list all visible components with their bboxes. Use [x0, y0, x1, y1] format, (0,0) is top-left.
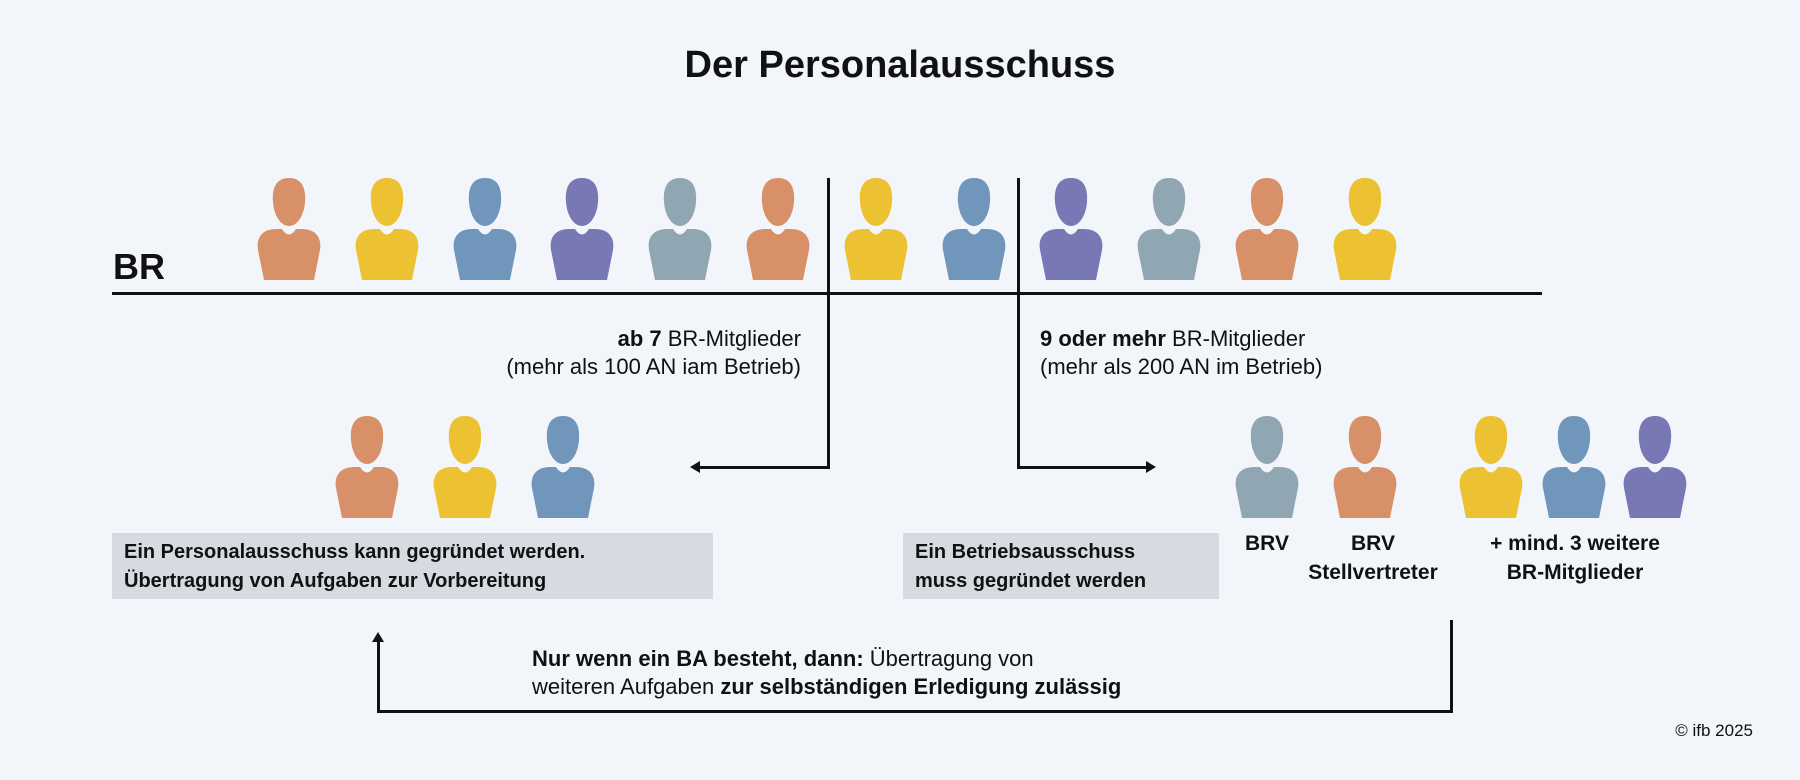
bottom-note: Nur wenn ein BA besteht, dann: Übertragu…: [532, 645, 1121, 701]
box-line: Ein Betriebsausschuss: [915, 541, 1136, 563]
page-title: Der Personalausschuss: [684, 44, 1116, 86]
person-icon: [334, 416, 400, 518]
connector-right-horizontal: [1017, 466, 1149, 469]
connector-bottom-horizontal: [377, 710, 1453, 713]
connector-right-vertical: [1017, 178, 1020, 469]
box-line: Übertragung von Aufgaben zur Vorbereitun…: [124, 570, 547, 592]
person-icon: [745, 178, 811, 280]
bottom-normal1: Übertragung von: [863, 646, 1034, 671]
person-icon: [1458, 416, 1524, 518]
connector-left-vertical: [827, 178, 830, 469]
bottom-normal2: weiteren Aufgaben: [532, 674, 721, 699]
personalausschuss-box: Ein Personalausschuss kann gegründet wer…: [112, 533, 713, 599]
bottom-bold1: Nur wenn ein BA besteht, dann:: [532, 646, 864, 671]
label-brv2: BRV: [1351, 532, 1395, 555]
person-icon: [1038, 178, 1104, 280]
right-branch-condition: 9 oder mehr BR-Mitglieder (mehr als 200 …: [1040, 325, 1322, 381]
label-more1: + mind. 3 weitere: [1490, 532, 1660, 555]
person-icon: [1332, 416, 1398, 518]
bottom-bold2: zur selbständigen Erledigung zulässig: [720, 674, 1122, 699]
label-more2: BR-Mitglieder: [1506, 561, 1644, 584]
person-icon: [1234, 416, 1300, 518]
right-condition-bold: 9 oder mehr: [1040, 326, 1166, 351]
connector-left-horizontal: [698, 466, 830, 469]
label-more-members: + mind. 3 weitere BR-Mitglieder: [1475, 529, 1675, 587]
person-icon: [549, 178, 615, 280]
connector-bottom-vertical: [1450, 620, 1453, 712]
person-icon: [1136, 178, 1202, 280]
person-icon: [530, 416, 596, 518]
br-label: BR: [113, 246, 165, 287]
person-icon: [256, 178, 322, 280]
person-icon: [1622, 416, 1688, 518]
arrow-up-icon: [372, 632, 384, 642]
person-icon: [432, 416, 498, 518]
copyright: © ifb 2025: [1675, 721, 1753, 740]
person-icon: [1234, 178, 1300, 280]
person-icon: [647, 178, 713, 280]
arrow-right-icon: [1146, 461, 1156, 473]
label-stellvertreter: Stellvertreter: [1308, 561, 1438, 584]
person-icon: [452, 178, 518, 280]
left-condition-text: BR-Mitglieder: [661, 326, 801, 351]
box-line: Ein Personalausschuss kann gegründet wer…: [124, 541, 586, 563]
left-condition-note: (mehr als 100 AN iam Betrieb): [506, 354, 801, 379]
person-icon: [941, 178, 1007, 280]
label-brv-stellvertreter: BRV Stellvertreter: [1283, 529, 1463, 587]
person-icon: [354, 178, 420, 280]
label-brv: BRV: [1245, 532, 1289, 555]
right-condition-note: (mehr als 200 AN im Betrieb): [1040, 354, 1323, 379]
box-line: muss gegründet werden: [915, 570, 1147, 592]
person-icon: [1541, 416, 1607, 518]
betriebsausschuss-box: Ein Betriebsausschuss muss gegründet wer…: [903, 533, 1219, 599]
right-condition-text: BR-Mitglieder: [1165, 326, 1306, 351]
person-icon: [1332, 178, 1398, 280]
left-condition-bold: ab 7: [617, 326, 662, 351]
connector-bottom-up: [377, 640, 380, 712]
person-icon: [843, 178, 909, 280]
arrow-left-icon: [690, 461, 700, 473]
left-branch-condition: ab 7 BR-Mitglieder (mehr als 100 AN iam …: [506, 325, 801, 381]
